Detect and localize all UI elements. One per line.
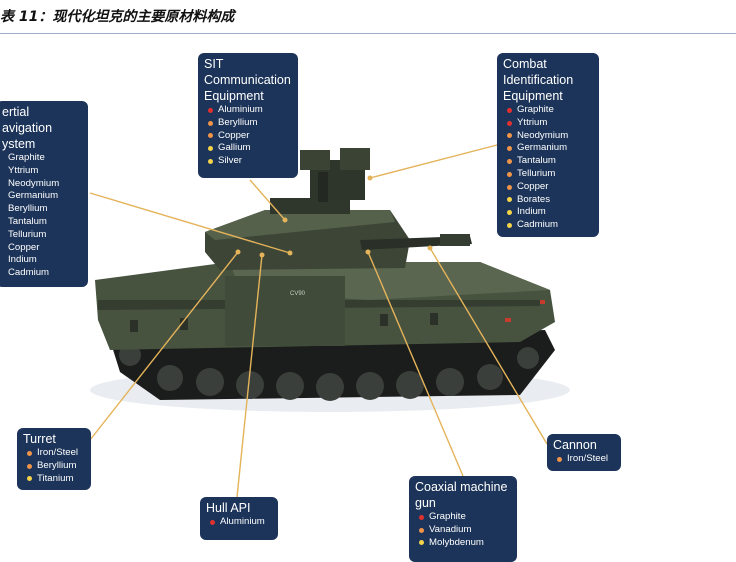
- tank-plate: CV90: [290, 291, 306, 297]
- list-item: Neodymium: [503, 130, 593, 143]
- list-item: Beryllium: [23, 460, 85, 473]
- turret-box: Turret Iron/Steel Beryllium Titanium: [17, 428, 91, 490]
- bullet-dot: [208, 108, 213, 113]
- hull-api-title: Hull API: [206, 500, 272, 516]
- bullet-dot: [507, 210, 512, 215]
- list-item: Aluminium: [206, 516, 272, 529]
- coaxial-machine-gun-list: Graphite Vanadium Molybdenum: [415, 511, 511, 549]
- bullet-dot: [27, 476, 32, 481]
- bullet-dot: [208, 159, 213, 164]
- list-item: Beryllium: [2, 203, 82, 216]
- cannon-title: Cannon: [553, 437, 615, 453]
- list-item: Silver: [204, 155, 292, 168]
- list-item: Cadmium: [2, 267, 82, 280]
- cannon-list: Iron/Steel: [553, 453, 615, 466]
- cannon-box: Cannon Iron/Steel: [547, 434, 621, 471]
- bullet-dot: [507, 197, 512, 202]
- list-item: Copper: [2, 242, 82, 255]
- bullet-dot: [419, 528, 424, 533]
- list-item: Graphite: [415, 511, 511, 524]
- sit-communication-list: Aluminium Beryllium Copper Gallium Silve…: [204, 104, 292, 168]
- list-item: Indium: [503, 206, 593, 219]
- coaxial-machine-gun-title: Coaxial machine gun: [415, 479, 511, 511]
- list-item: Molybdenum: [415, 537, 511, 550]
- turret-list: Iron/Steel Beryllium Titanium: [23, 447, 85, 485]
- list-item: Copper: [204, 130, 292, 143]
- list-item: Indium: [2, 254, 82, 267]
- list-item: Iron/Steel: [553, 453, 615, 466]
- list-item: Tellurium: [2, 229, 82, 242]
- coaxial-machine-gun-box: Coaxial machine gun Graphite Vanadium Mo…: [409, 476, 517, 562]
- list-item: Germanium: [503, 142, 593, 155]
- combat-identification-list: Graphite Yttrium Neodymium Germanium Tan…: [503, 104, 593, 232]
- list-item: Beryllium: [204, 117, 292, 130]
- bullet-dot: [27, 451, 32, 456]
- bullet-dot: [208, 133, 213, 138]
- list-item: Borates: [503, 194, 593, 207]
- bullet-dot: [419, 515, 424, 520]
- bullet-dot: [210, 520, 215, 525]
- sit-communication-title: SIT Communication Equipment: [204, 56, 292, 104]
- inertial-navigation-title: ertial avigation ystem: [2, 104, 82, 152]
- leader-line-combat: [370, 145, 497, 178]
- list-item: Gallium: [204, 142, 292, 155]
- bullet-dot: [557, 457, 562, 462]
- list-item: Copper: [503, 181, 593, 194]
- list-item: Tantalum: [2, 216, 82, 229]
- hull-api-list: Aluminium: [206, 516, 272, 529]
- sit-communication-box: SIT Communication Equipment Aluminium Be…: [198, 53, 298, 178]
- bullet-dot: [507, 146, 512, 151]
- list-item: Yttrium: [2, 165, 82, 178]
- list-item: Tellurium: [503, 168, 593, 181]
- bullet-dot: [507, 121, 512, 126]
- inertial-navigation-box: ertial avigation ystem Graphite Yttrium …: [0, 101, 88, 287]
- bullet-dot: [27, 464, 32, 469]
- bullet-dot: [208, 121, 213, 126]
- list-item: Neodymium: [2, 178, 82, 191]
- bullet-dot: [507, 159, 512, 164]
- hull-api-box: Hull API Aluminium: [200, 497, 278, 540]
- list-item: Titanium: [23, 473, 85, 486]
- list-item: Germanium: [2, 190, 82, 203]
- list-item: Cadmium: [503, 219, 593, 232]
- turret-title: Turret: [23, 431, 85, 447]
- bullet-dot: [208, 146, 213, 151]
- bullet-dot: [507, 185, 512, 190]
- list-item: Graphite: [2, 152, 82, 165]
- inertial-navigation-list: Graphite Yttrium Neodymium Germanium Ber…: [2, 152, 82, 280]
- bullet-dot: [507, 133, 512, 138]
- list-item: Tantalum: [503, 155, 593, 168]
- bullet-dot: [419, 540, 424, 545]
- bullet-dot: [507, 172, 512, 177]
- list-item: Aluminium: [204, 104, 292, 117]
- bullet-dot: [507, 108, 512, 113]
- combat-identification-title: Combat Identification Equipment: [503, 56, 593, 104]
- bullet-dot: [507, 223, 512, 228]
- list-item: Yttrium: [503, 117, 593, 130]
- list-item: Iron/Steel: [23, 447, 85, 460]
- list-item: Graphite: [503, 104, 593, 117]
- list-item: Vanadium: [415, 524, 511, 537]
- combat-identification-box: Combat Identification Equipment Graphite…: [497, 53, 599, 237]
